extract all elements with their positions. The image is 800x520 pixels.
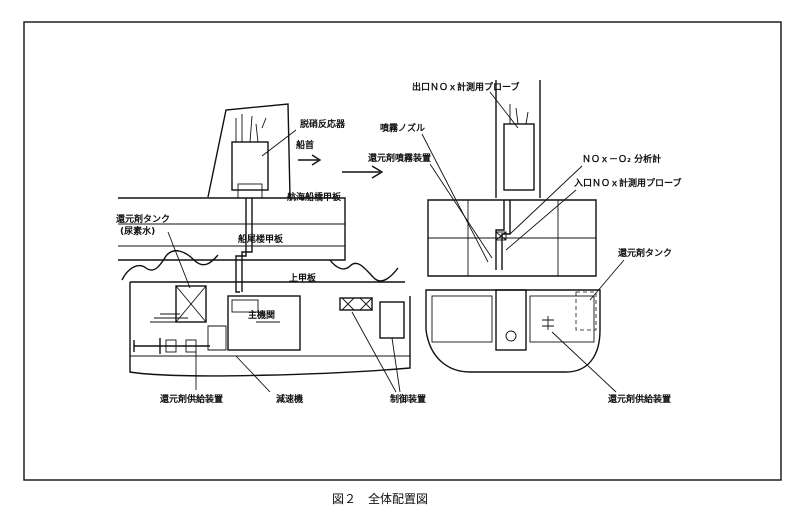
- control-device-label: 制御装置: [390, 393, 426, 405]
- reductant-supply-left-label: 還元剤供給装置: [160, 393, 223, 405]
- denitration-reactor-label: 脱硝反応器: [300, 118, 346, 130]
- supply-unit-right: [542, 316, 554, 330]
- section-main-engine: [495, 289, 527, 351]
- figure-frame: [23, 21, 782, 481]
- nox-o2-analyzer-label: ＮＯｘ－Ｏ₂ 分析計: [582, 153, 661, 165]
- reductant-tank-label: 還元剤タンク: [116, 213, 170, 225]
- outlet-nox-probe-label: 出口ＮＯｘ計測用プローブ: [412, 81, 519, 93]
- section-view: 出口ＮＯｘ計測用プローブ 噴霧ノズル 還元剤噴霧装置 ＮＯｘ－Ｏ₂ 分析計 入口…: [368, 80, 681, 405]
- break-line-right: [329, 259, 399, 282]
- supply-unit-left: [150, 313, 196, 323]
- reduction-gear-label: 減速機: [276, 393, 303, 405]
- reductant-supply-right-label: 還元剤供給装置: [608, 393, 671, 405]
- urea-water-label: (尿素水): [120, 225, 155, 237]
- reductant-tank-right-label: 還元剤タンク: [618, 247, 672, 259]
- spray-nozzle-label: 噴霧ノズル: [380, 122, 425, 134]
- side-view: 脱硝反応器 航海船橋甲板 船尾楼甲板 船首 上甲板 還元剤タンク (尿素水): [116, 103, 426, 405]
- reductant-tank-right: [575, 291, 597, 331]
- main-engine-label: 主機関: [248, 309, 275, 321]
- section-reactor: [503, 123, 535, 191]
- break-line-left: [121, 250, 219, 281]
- upper-deck-label: 上甲板: [289, 272, 317, 284]
- navigation-bridge-deck-label: 航海船橋甲板: [287, 191, 342, 203]
- side-hull: [129, 282, 411, 377]
- exhaust-pipe: [235, 198, 253, 293]
- control-device: [339, 297, 373, 311]
- main-engine: [227, 295, 301, 351]
- inlet-nox-probe-label: 入口ＮＯｘ計測用プローブ: [573, 177, 681, 189]
- bow-label: 船首: [296, 139, 314, 151]
- figure-caption: 図２ 全体配置図: [332, 491, 428, 506]
- poop-deck-label: 船尾楼甲板: [238, 233, 284, 245]
- section-exhaust-pipe: [495, 200, 511, 270]
- reductant-spray-device-label: 還元剤噴霧装置: [368, 152, 431, 164]
- denitration-reactor: [231, 141, 269, 191]
- funnel: [207, 103, 291, 198]
- section-hull: [425, 289, 601, 373]
